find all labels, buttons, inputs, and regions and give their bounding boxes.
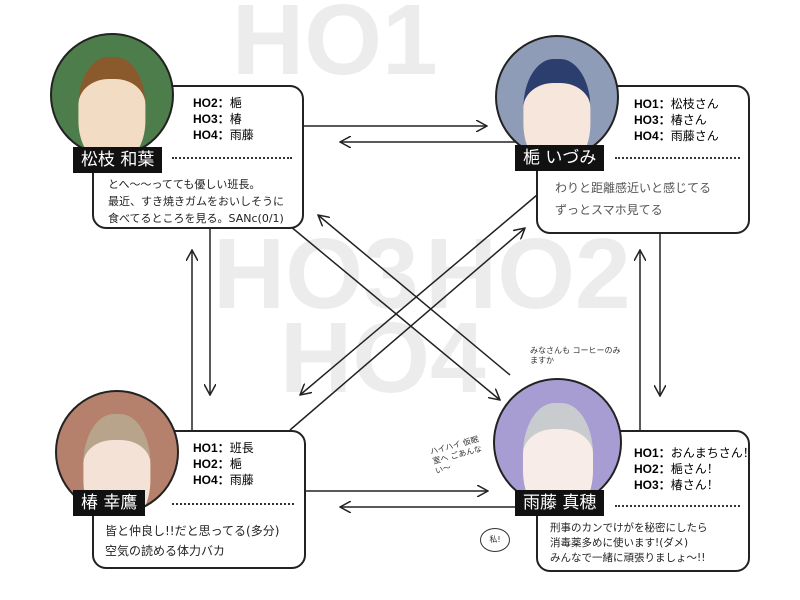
rel-label: HO1： bbox=[193, 441, 230, 455]
rel-text: 雨藤 bbox=[229, 473, 254, 487]
divider bbox=[172, 503, 294, 505]
rel-text: 松枝さん bbox=[670, 97, 719, 111]
arrow-ho1-to-ho4 bbox=[289, 225, 500, 400]
rel-text: 椿さん bbox=[670, 113, 707, 127]
rel-text: 椿さん！ bbox=[670, 478, 719, 492]
notes-ho1: とへ〜〜ってても優しい班長。 最近、すき焼きガムをおいしそうに 食べてるところを… bbox=[108, 176, 284, 227]
arrow-ho4-to-ho1 bbox=[318, 215, 511, 376]
notes-ho3: 皆と仲良し!!だと思ってる(多分) 空気の読める体力バカ bbox=[105, 521, 279, 561]
note-line: とへ〜〜ってても優しい班長。 bbox=[108, 178, 261, 191]
note-line: 皆と仲良し!!だと思ってる(多分) bbox=[105, 524, 280, 538]
name-ho3: 椿 幸鷹 bbox=[73, 490, 146, 516]
rel-text: 班長 bbox=[229, 441, 254, 455]
rel-label: HO3： bbox=[193, 112, 230, 126]
rel-label: HO1： bbox=[634, 97, 671, 111]
rel-text: 雨藤さん bbox=[670, 129, 719, 143]
name-ho1: 松枝 和葉 bbox=[73, 147, 163, 173]
speech-coffee: みなさんも コーヒーのみますか bbox=[530, 346, 621, 365]
notes-ho2: わりと距離感近いと感じてる ずっとスマホ見てる bbox=[555, 177, 711, 221]
relations-ho1: HO2：梔 HO3：椿 HO4：雨藤 bbox=[193, 95, 254, 143]
avatar-ho2 bbox=[495, 35, 619, 159]
avatar-ho4 bbox=[493, 378, 622, 507]
rel-label: HO3： bbox=[634, 478, 671, 492]
note-line: みんなで一緒に頑張りましょ〜!! bbox=[550, 552, 706, 564]
name-ho4: 雨藤 真穂 bbox=[515, 490, 605, 516]
note-line: わりと距離感近いと感じてる bbox=[555, 181, 712, 195]
avatar-ho1 bbox=[50, 33, 174, 157]
note-line: 刑事のカンでけがを秘密にしたら bbox=[550, 522, 708, 534]
arrow-ho2-to-ho3 bbox=[300, 194, 538, 395]
rel-label: HO4： bbox=[193, 473, 230, 487]
note-line: 空気の読める体力バカ bbox=[105, 544, 226, 558]
watermark-ho1: HO1 bbox=[232, 0, 438, 96]
rel-text: 梔さん！ bbox=[670, 462, 719, 476]
note-line: 最近、すき焼きガムをおいしそうに bbox=[108, 195, 284, 208]
rel-label: HO2： bbox=[193, 457, 230, 471]
rel-label: HO2： bbox=[634, 462, 671, 476]
rel-label: HO2： bbox=[193, 96, 230, 110]
rel-text: 梔 bbox=[229, 457, 242, 471]
divider bbox=[615, 157, 740, 159]
relations-ho4: HO1：おんまちさん！ HO2：梔さん！ HO3：椿さん！ bbox=[634, 445, 755, 493]
note-line: 消毒薬多めに使います!(ダメ) bbox=[550, 537, 689, 549]
divider bbox=[615, 505, 740, 507]
arrow-ho3-to-ho2 bbox=[289, 228, 525, 431]
rel-text: 椿 bbox=[229, 112, 242, 126]
relations-ho3: HO1：班長 HO2：梔 HO4：雨藤 bbox=[193, 440, 254, 488]
rel-text: 梔 bbox=[229, 96, 242, 110]
name-ho2: 梔 いづみ bbox=[515, 145, 605, 171]
notes-ho4: 刑事のカンでけがを秘密にしたら 消毒薬多めに使います!(ダメ) みんなで一緒に頑… bbox=[550, 521, 708, 566]
rel-text: おんまちさん！ bbox=[670, 446, 755, 460]
note-line: ずっとスマホ見てる bbox=[555, 203, 663, 217]
watermark-ho3: HO3 bbox=[213, 218, 419, 330]
rel-label: HO1： bbox=[634, 446, 671, 460]
rel-label: HO4： bbox=[193, 128, 230, 142]
speech-bubble-self: 私! bbox=[480, 528, 510, 552]
rel-text: 雨藤 bbox=[229, 128, 254, 142]
relations-ho2: HO1：松枝さん HO3：椿さん HO4：雨藤さん bbox=[634, 96, 719, 144]
watermark-ho2: HO2 bbox=[425, 218, 631, 330]
divider bbox=[172, 157, 292, 159]
rel-label: HO3： bbox=[634, 113, 671, 127]
rel-label: HO4： bbox=[634, 129, 671, 143]
note-line: 食べてるところを見る。SANc(0/1) bbox=[108, 212, 284, 225]
